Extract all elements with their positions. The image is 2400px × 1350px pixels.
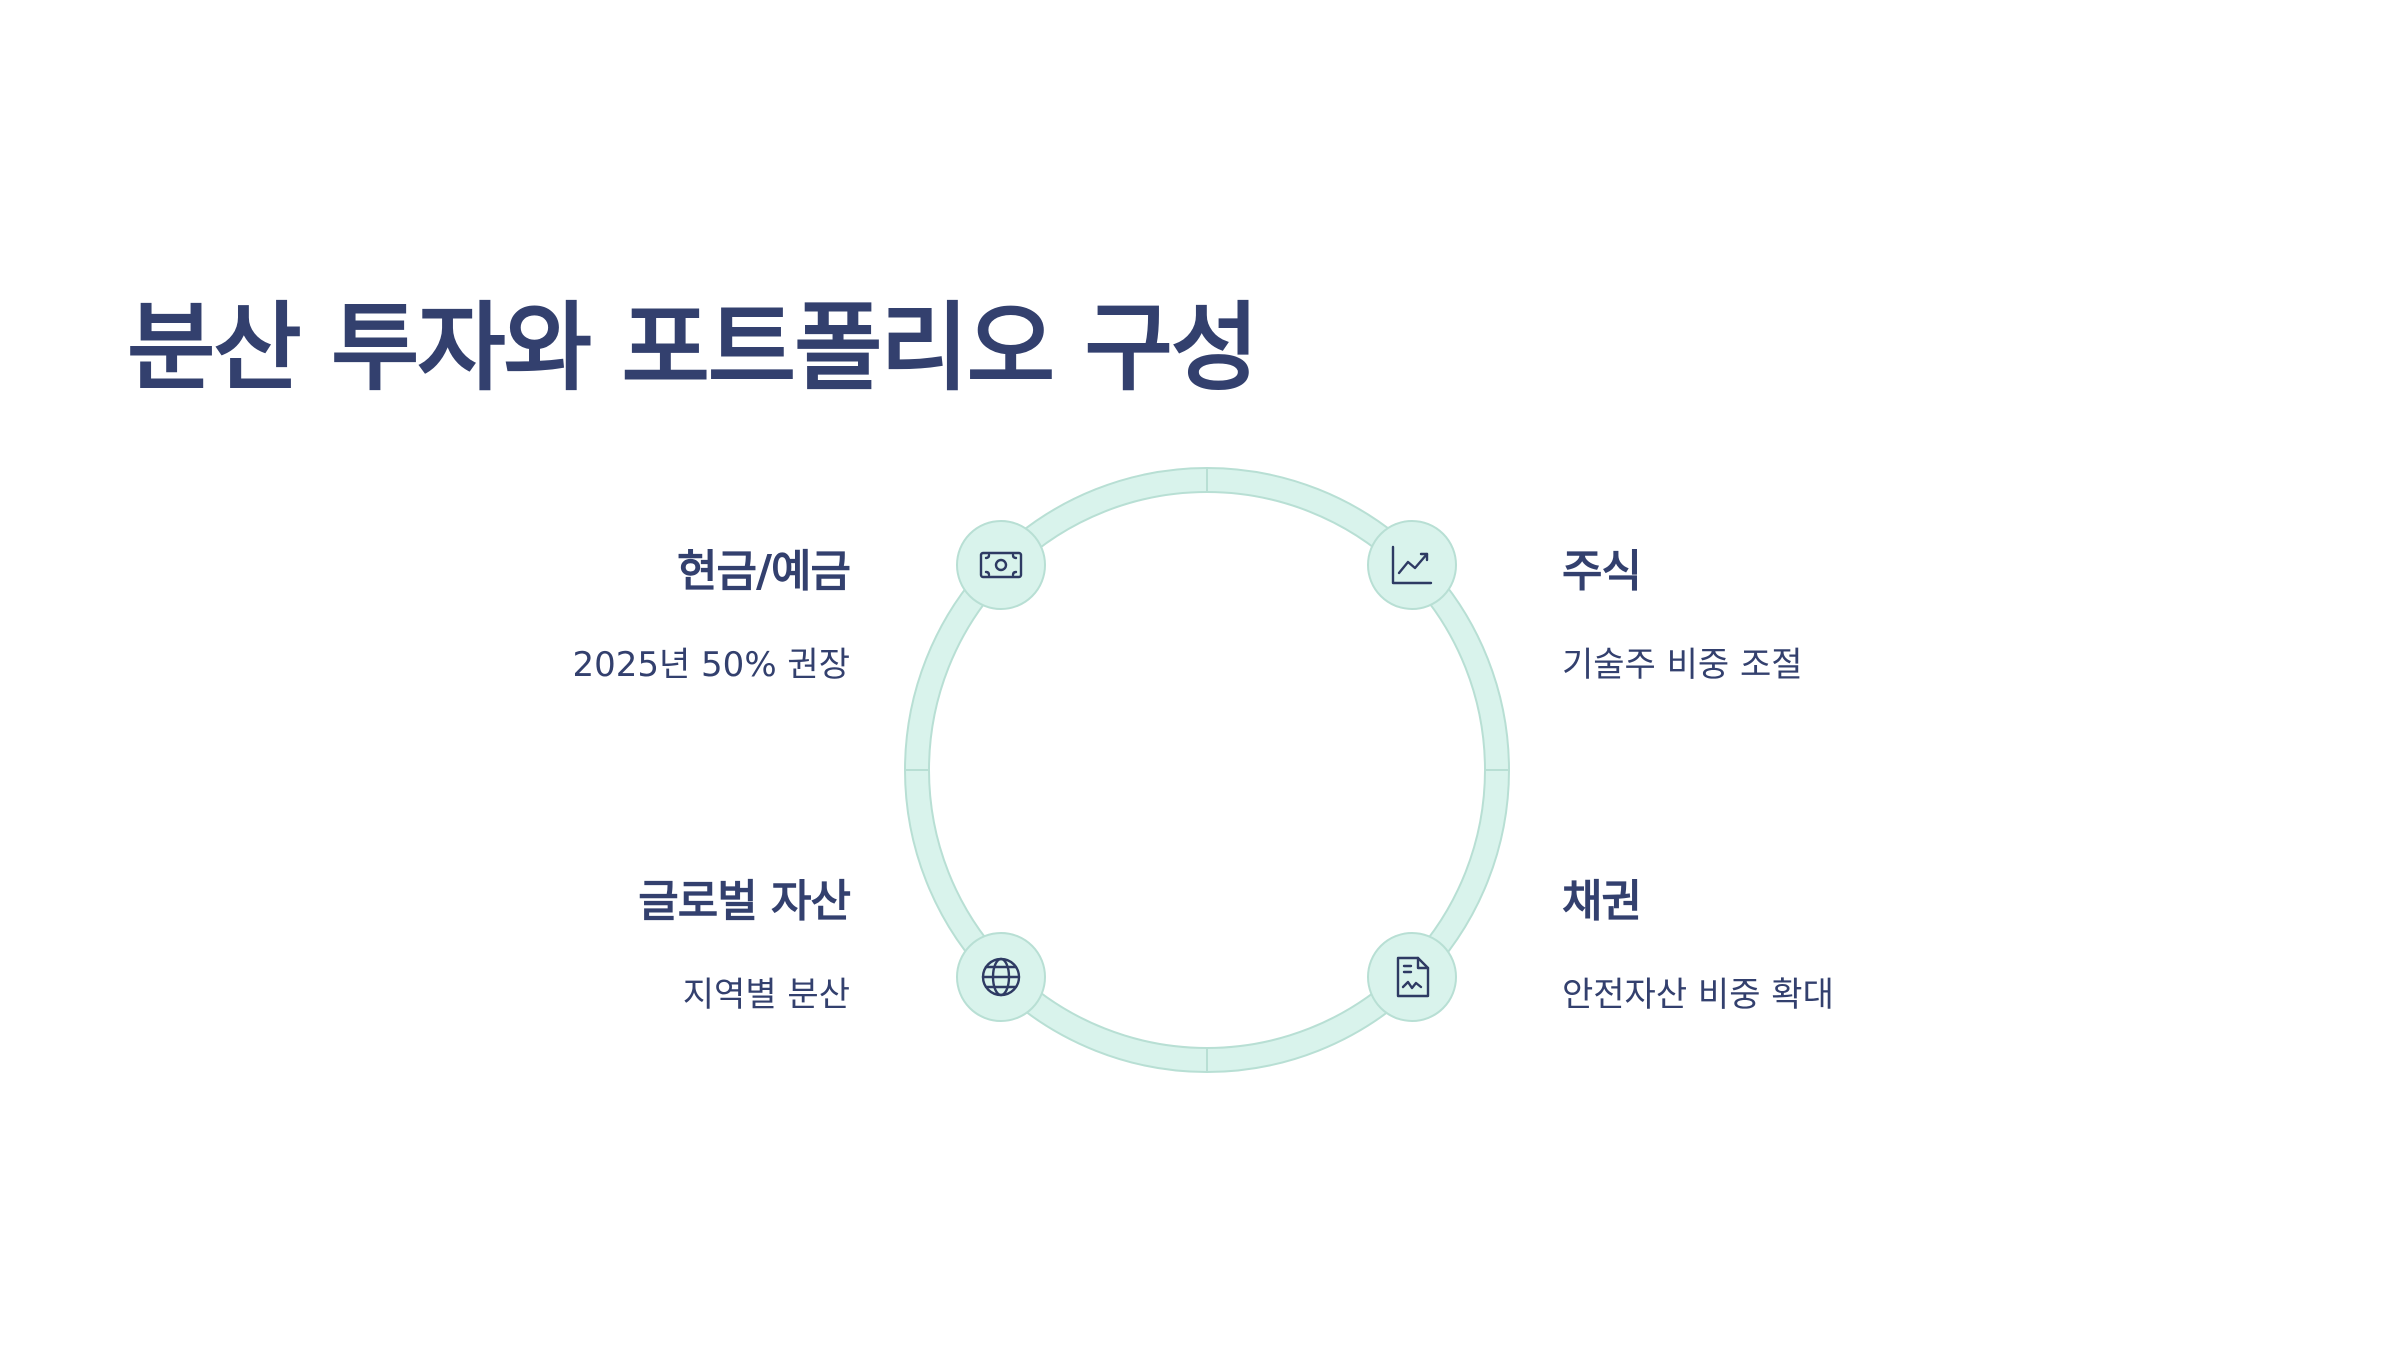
document-chart-icon: [1396, 956, 1430, 998]
item-cash-description: 2025년 50% 권장: [572, 645, 850, 685]
item-cash-title: 현금/예금: [677, 546, 851, 597]
cash-icon: [979, 551, 1023, 579]
node-cash: [956, 520, 1046, 610]
ring-ticks: [905, 468, 1509, 1072]
item-stocks-description: 기술주 비중 조절: [1562, 645, 1803, 685]
item-bonds: 채권 안전자산 비중 확대: [1562, 865, 2122, 1016]
item-stocks-title: 주식: [1562, 546, 1642, 597]
chart-up-icon: [1391, 545, 1433, 585]
item-stocks: 주식 기술주 비중 조절: [1562, 535, 2122, 686]
item-bonds-title: 채권: [1562, 876, 1642, 927]
item-global-title: 글로벌 자산: [638, 876, 851, 927]
node-global: [956, 932, 1046, 1022]
node-stocks: [1367, 520, 1457, 610]
globe-icon: [981, 957, 1021, 997]
item-bonds-description: 안전자산 비중 확대: [1562, 975, 1834, 1015]
item-global-description: 지역별 분산: [682, 975, 850, 1015]
item-global: 글로벌 자산 지역별 분산: [290, 865, 851, 1016]
node-bonds: [1367, 932, 1457, 1022]
page-title: 분산 투자와 포트폴리오 구성: [127, 292, 1259, 404]
item-cash: 현금/예금 2025년 50% 권장: [290, 535, 851, 686]
